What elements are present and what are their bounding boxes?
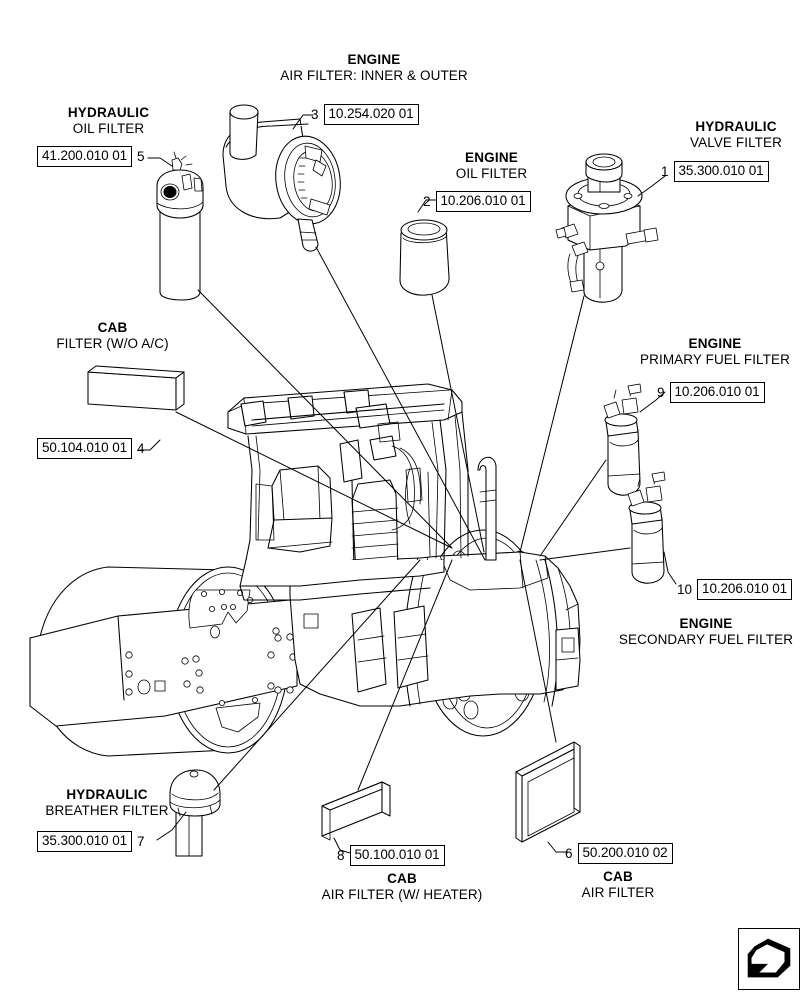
part-number-box[interactable]: 35.300.010 01 [673, 161, 769, 182]
callout-line2: BREATHER FILTER [45, 802, 169, 818]
part-row-engine-primary-fuel-filter[interactable]: 9 10.206.010 01 [652, 382, 765, 403]
cab-air-filter-part [515, 741, 581, 843]
callout-index: 3 [311, 106, 319, 122]
part-number-box[interactable]: 50.200.010 02 [577, 843, 673, 864]
callout-line1: CAB [387, 871, 417, 886]
callout-index: 5 [137, 148, 145, 164]
front-drum [29, 566, 298, 757]
hydraulic-breather-filter-part [169, 769, 221, 857]
callout-line1: ENGINE [347, 52, 401, 67]
callout-line2: OIL FILTER [72, 120, 145, 136]
callout-line2: PRIMARY FUEL FILTER [640, 351, 790, 367]
callout-title-hydraulic-oil-filter: HYDRAULIC OIL FILTER [36, 105, 181, 137]
part-row-engine-air-filter[interactable]: 3 10.254.020 01 [306, 104, 419, 125]
callout-line2: AIR FILTER [581, 884, 655, 900]
callout-line2: VALVE FILTER [690, 134, 782, 150]
brand-logo [738, 928, 800, 990]
callout-index: 6 [565, 845, 573, 861]
callout-index: 8 [337, 847, 345, 863]
callout-index: 10 [677, 581, 693, 597]
callout-title-engine-air-filter: ENGINE AIR FILTER: INNER & OUTER [258, 52, 490, 84]
part-row-hydraulic-oil-filter[interactable]: 41.200.010 01 5 [37, 146, 150, 167]
callout-title-hydraulic-breather-filter: HYDRAULIC BREATHER FILTER [22, 787, 192, 819]
cab [227, 383, 497, 693]
cab-air-filter-w-heater-part [321, 781, 391, 841]
part-number-box[interactable]: 10.206.010 01 [697, 579, 793, 600]
part-row-cab-filter-wo-ac[interactable]: 50.104.010 01 4 [37, 438, 150, 459]
hydraulic-valve-filter-part [555, 153, 659, 303]
callout-line1: ENGINE [679, 616, 733, 631]
part-number-box[interactable]: 41.200.010 01 [37, 146, 133, 167]
callout-line1: CAB [97, 320, 128, 335]
part-number-box[interactable]: 50.100.010 01 [349, 845, 445, 866]
callout-line2: FILTER (W/O A/C) [56, 335, 169, 351]
part-number-box[interactable]: 35.300.010 01 [37, 831, 133, 852]
callout-line2: AIR FILTER: INNER & OUTER [280, 67, 468, 83]
part-number-box[interactable]: 10.206.010 01 [669, 382, 765, 403]
part-row-cab-air-filter-w-heater[interactable]: 8 50.100.010 01 [332, 845, 445, 866]
engine-air-filter-part [222, 104, 341, 252]
engine-primary-fuel-filter-part [603, 383, 642, 496]
callout-line1: HYDRAULIC [67, 105, 150, 120]
callout-index: 7 [137, 833, 145, 849]
callout-index: 1 [661, 163, 669, 179]
part-row-cab-air-filter[interactable]: 6 50.200.010 02 [560, 843, 673, 864]
callout-title-engine-oil-filter: ENGINE OIL FILTER [424, 150, 559, 182]
callout-line1: ENGINE [688, 336, 742, 351]
part-row-engine-oil-filter[interactable]: 2 10.206.010 01 [418, 191, 531, 212]
callout-line2: SECONDARY FUEL FILTER [618, 631, 794, 647]
callout-line1: ENGINE [465, 150, 518, 165]
callout-line1: HYDRAULIC [66, 787, 148, 802]
hydraulic-oil-filter-part [156, 151, 204, 301]
part-row-engine-secondary-fuel-filter[interactable]: 10 10.206.010 01 [672, 579, 793, 600]
callout-index: 9 [657, 384, 665, 400]
part-number-box[interactable]: 50.104.010 01 [37, 438, 133, 459]
callout-line1: HYDRAULIC [695, 119, 777, 134]
callout-line2: OIL FILTER [455, 165, 528, 181]
callout-index: 2 [423, 193, 431, 209]
callout-line1: CAB [603, 869, 633, 884]
cab-filter-wo-ac-part [87, 365, 185, 411]
callout-title-engine-secondary-fuel-filter: ENGINE SECONDARY FUEL FILTER [600, 616, 812, 648]
callout-title-cab-air-filter-w-heater: CAB AIR FILTER (W/ HEATER) [302, 871, 502, 903]
engine-secondary-fuel-filter-part [627, 471, 666, 584]
callout-title-engine-primary-fuel-filter: ENGINE PRIMARY FUEL FILTER [620, 336, 810, 368]
callout-line2: AIR FILTER (W/ HEATER) [321, 886, 483, 902]
arrow-chevron-logo-icon [739, 929, 799, 989]
part-row-hydraulic-breather-filter[interactable]: 35.300.010 01 7 [37, 831, 150, 852]
engine-oil-filter-part [399, 219, 450, 296]
callout-title-cab-air-filter: CAB AIR FILTER [548, 869, 688, 901]
machine-illustration [29, 383, 581, 757]
part-row-hydraulic-valve-filter[interactable]: 1 35.300.010 01 [656, 161, 769, 182]
callout-title-cab-filter-wo-ac: CAB FILTER (W/O A/C) [34, 320, 191, 352]
part-number-box[interactable]: 10.254.020 01 [323, 104, 419, 125]
callout-index: 4 [137, 440, 145, 456]
part-number-box[interactable]: 10.206.010 01 [435, 191, 531, 212]
callout-title-hydraulic-valve-filter: HYDRAULIC VALVE FILTER [660, 119, 812, 151]
leader-lines [139, 114, 677, 854]
